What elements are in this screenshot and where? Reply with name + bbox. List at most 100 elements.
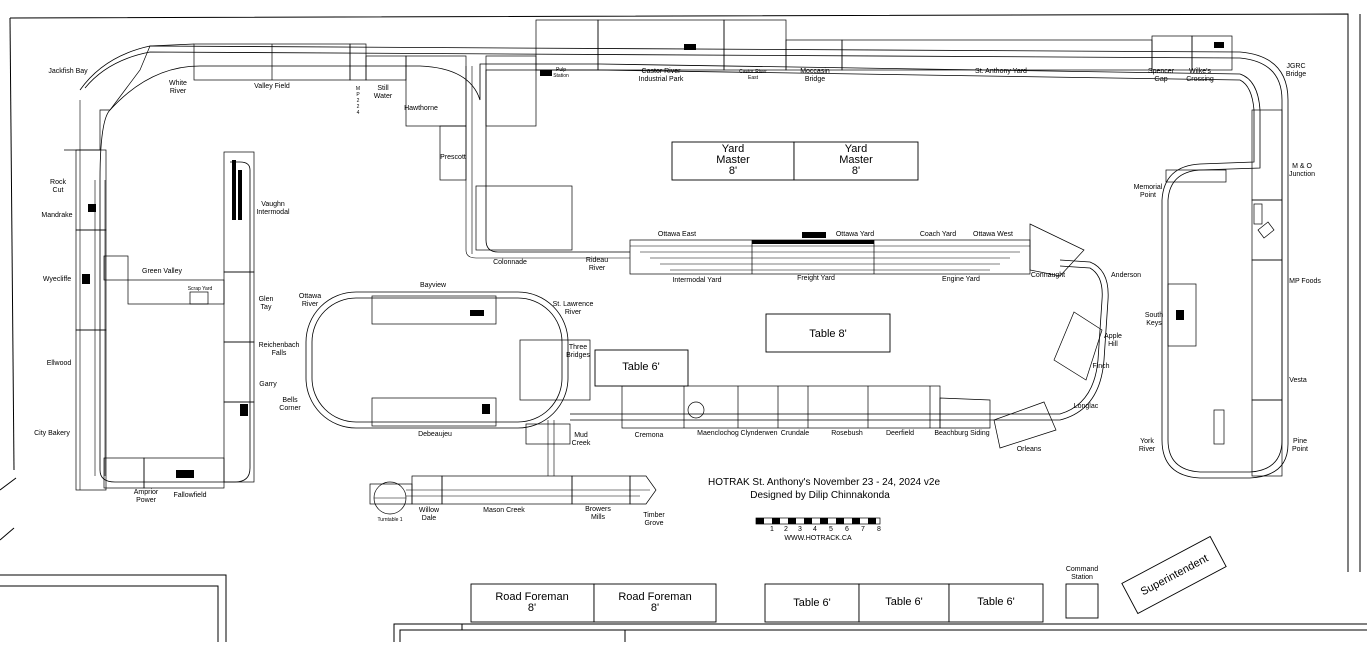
station-mason-creek: Mason Creek: [483, 507, 525, 514]
station-intermodal-yard: Intermodal Yard: [672, 277, 721, 284]
scale-tick-1: 1: [770, 526, 774, 533]
station-anderson: Anderson: [1111, 272, 1141, 279]
ottawa-yard: [629, 223, 1085, 277]
website-url: WWW.HOTRACK.CA: [784, 535, 852, 542]
station-freight-yard: Freight Yard: [797, 275, 835, 282]
room-walls: [0, 13, 1367, 642]
station-turntable: Turntable 1: [377, 517, 402, 523]
station-st-anthony-yard: St. Anthony Yard: [975, 68, 1027, 75]
right-modules: [1165, 109, 1283, 477]
table-yard-master-1-size: 8': [729, 165, 737, 177]
bottom-spur: [369, 420, 657, 515]
station-hawthorne: Hawthorne: [404, 105, 438, 112]
top-modules: [405, 19, 1233, 251]
station-beachburg-siding: Beachburg Siding: [934, 430, 989, 437]
table-table-8: Table 8': [809, 328, 847, 340]
station-scrap-yard: Scrap Yard: [188, 286, 213, 292]
table-table-6-a: Table 6': [793, 597, 831, 609]
station-crundale: Crundale: [781, 430, 810, 437]
centre-loop: [305, 291, 591, 445]
plan-title: HOTRAK St. Anthony's November 23 - 24, 2…: [708, 477, 940, 488]
scale-tick-3: 3: [798, 526, 802, 533]
table-road-foreman-2-name: Road Foreman: [618, 591, 691, 603]
station-wyecliffe: Wyecliffe: [43, 276, 71, 283]
station-jackfish-bay: Jackfish Bay: [48, 68, 88, 75]
station-longlac: Longlac: [1074, 403, 1099, 410]
scale-tick-6: 6: [845, 526, 849, 533]
station-vesta: Vesta: [1289, 377, 1307, 384]
station-valley-field: Valley Field: [254, 83, 290, 90]
station-prescott: Prescott: [440, 154, 466, 161]
station-connaught: Connaught: [1031, 272, 1065, 279]
table-road-foreman-1-name: Road Foreman: [495, 591, 568, 603]
table-table-6-b: Table 6': [885, 596, 923, 608]
scale-tick-5: 5: [829, 526, 833, 533]
station-mandrake: Mandrake: [41, 212, 72, 219]
left-modules: [64, 43, 407, 491]
table-road-foreman-1-size: 8': [528, 602, 536, 614]
scale-tick-7: 7: [861, 526, 865, 533]
station-ottawa-west: Ottawa West: [973, 231, 1013, 238]
scale-tick-8: 8: [877, 526, 881, 533]
station-engine-yard: Engine Yard: [942, 276, 980, 283]
station-ottawa-east: Ottawa East: [658, 231, 696, 238]
station-rosebush: Rosebush: [831, 430, 863, 437]
station-bayview: Bayview: [420, 282, 447, 289]
station-maenclochog: Maenclochog: [697, 430, 739, 437]
station-ottawa-yard: Ottawa Yard: [836, 231, 874, 238]
scale-tick-2: 2: [784, 526, 788, 533]
lower-run: [570, 259, 1109, 449]
plan-designer: Designed by Dilip Chinnakonda: [750, 490, 890, 501]
table-table-6-center: Table 6': [622, 361, 660, 373]
station-coach-yard: Coach Yard: [920, 231, 956, 238]
table-yard-master-2-size: 8': [852, 165, 860, 177]
station-colonnade: Colonnade: [493, 259, 527, 266]
tables: [470, 141, 1227, 623]
station-mp-foods: MP Foods: [1289, 278, 1321, 285]
station-green-valley: Green Valley: [142, 268, 182, 275]
station-orleans: Orleans: [1017, 446, 1042, 453]
station-debeaujeu: Debeaujeu: [418, 431, 452, 438]
station-ellwood: Ellwood: [47, 360, 72, 367]
station-deerfield: Deerfield: [886, 430, 914, 437]
station-clynderwen: Clynderwen: [741, 430, 778, 437]
table-table-6-c: Table 6': [977, 596, 1015, 608]
scale-bar: 1 2 3 4 5 6 7 8 WWW.HOTRACK.CA: [755, 517, 881, 542]
scale-tick-4: 4: [813, 526, 817, 533]
station-city-bakery: City Bakery: [34, 430, 70, 437]
station-finch: Finch: [1092, 363, 1109, 370]
station-cremona: Cremona: [635, 432, 664, 439]
table-road-foreman-2-size: 8': [651, 602, 659, 614]
